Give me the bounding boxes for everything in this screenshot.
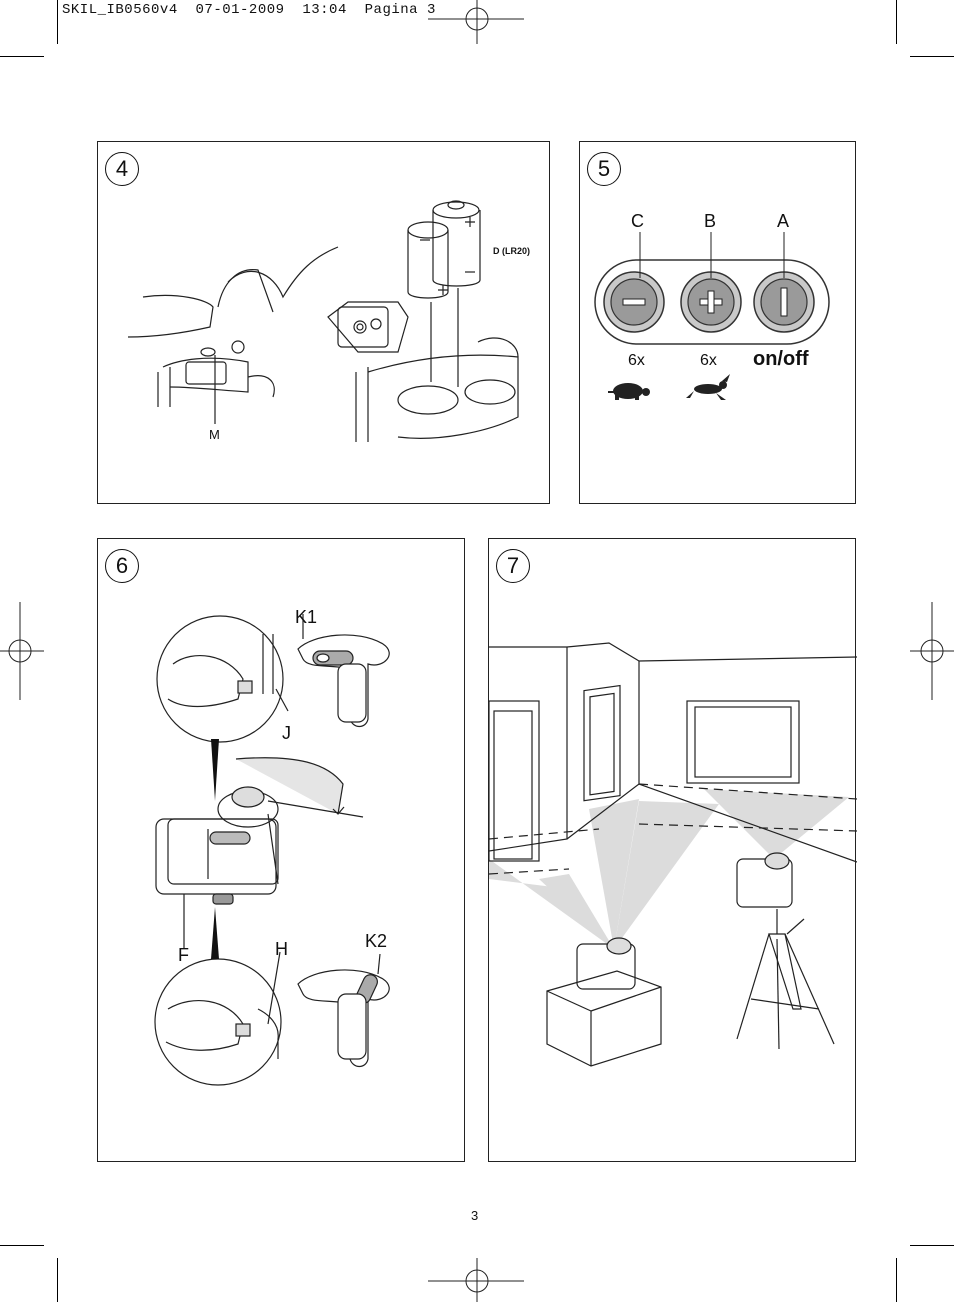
page-number: 3 <box>471 1208 479 1223</box>
fast-count-label: 6x <box>700 352 717 369</box>
crop-mark <box>0 56 44 57</box>
callout-b: B <box>704 211 717 231</box>
control-panel-illustration <box>594 232 830 400</box>
room-projection-illustration <box>489 642 857 1067</box>
crop-mark <box>910 1245 954 1246</box>
slow-button-graphic <box>603 271 665 333</box>
turtle-icon <box>608 383 650 400</box>
fast-button-graphic <box>680 271 742 333</box>
callout-j: J <box>282 723 291 743</box>
hare-icon <box>686 374 730 400</box>
callout-a: A <box>777 211 790 231</box>
callout-m: M <box>209 427 220 442</box>
figure-number: 6 <box>105 549 139 583</box>
callout-k2: K2 <box>365 931 388 951</box>
callout-h: H <box>275 939 288 959</box>
slow-count-label: 6x <box>628 352 645 369</box>
figure-number: 5 <box>587 152 621 186</box>
power-button-graphic <box>753 271 815 333</box>
leveling-illustration <box>154 614 390 1086</box>
figure-5-panel: 5 C B A 6x 6x on/off <box>579 141 856 504</box>
crop-mark <box>896 1258 897 1302</box>
crop-mark <box>910 56 954 57</box>
figure-number: 4 <box>105 152 139 186</box>
print-header: SKIL_IB0560v4 07-01-2009 13:04 Pagina 3 <box>62 2 436 18</box>
battery-installation-illustration <box>127 200 519 442</box>
onoff-label: on/off <box>753 348 809 370</box>
crop-mark <box>57 1258 58 1302</box>
crop-mark <box>57 0 58 44</box>
battery-type-label: D (LR20) <box>493 246 531 256</box>
figure-6-panel: 6 K1 J F H K2 <box>97 538 465 1162</box>
callout-f: F <box>178 945 189 965</box>
figure-7-panel: 7 <box>488 538 857 1162</box>
figure-number: 7 <box>496 549 530 583</box>
figure-4-panel: 4 D (LR20) M <box>97 141 550 504</box>
crop-mark <box>0 1245 44 1246</box>
crop-mark <box>896 0 897 44</box>
callout-k1: K1 <box>295 607 318 627</box>
callout-c: C <box>631 211 644 231</box>
